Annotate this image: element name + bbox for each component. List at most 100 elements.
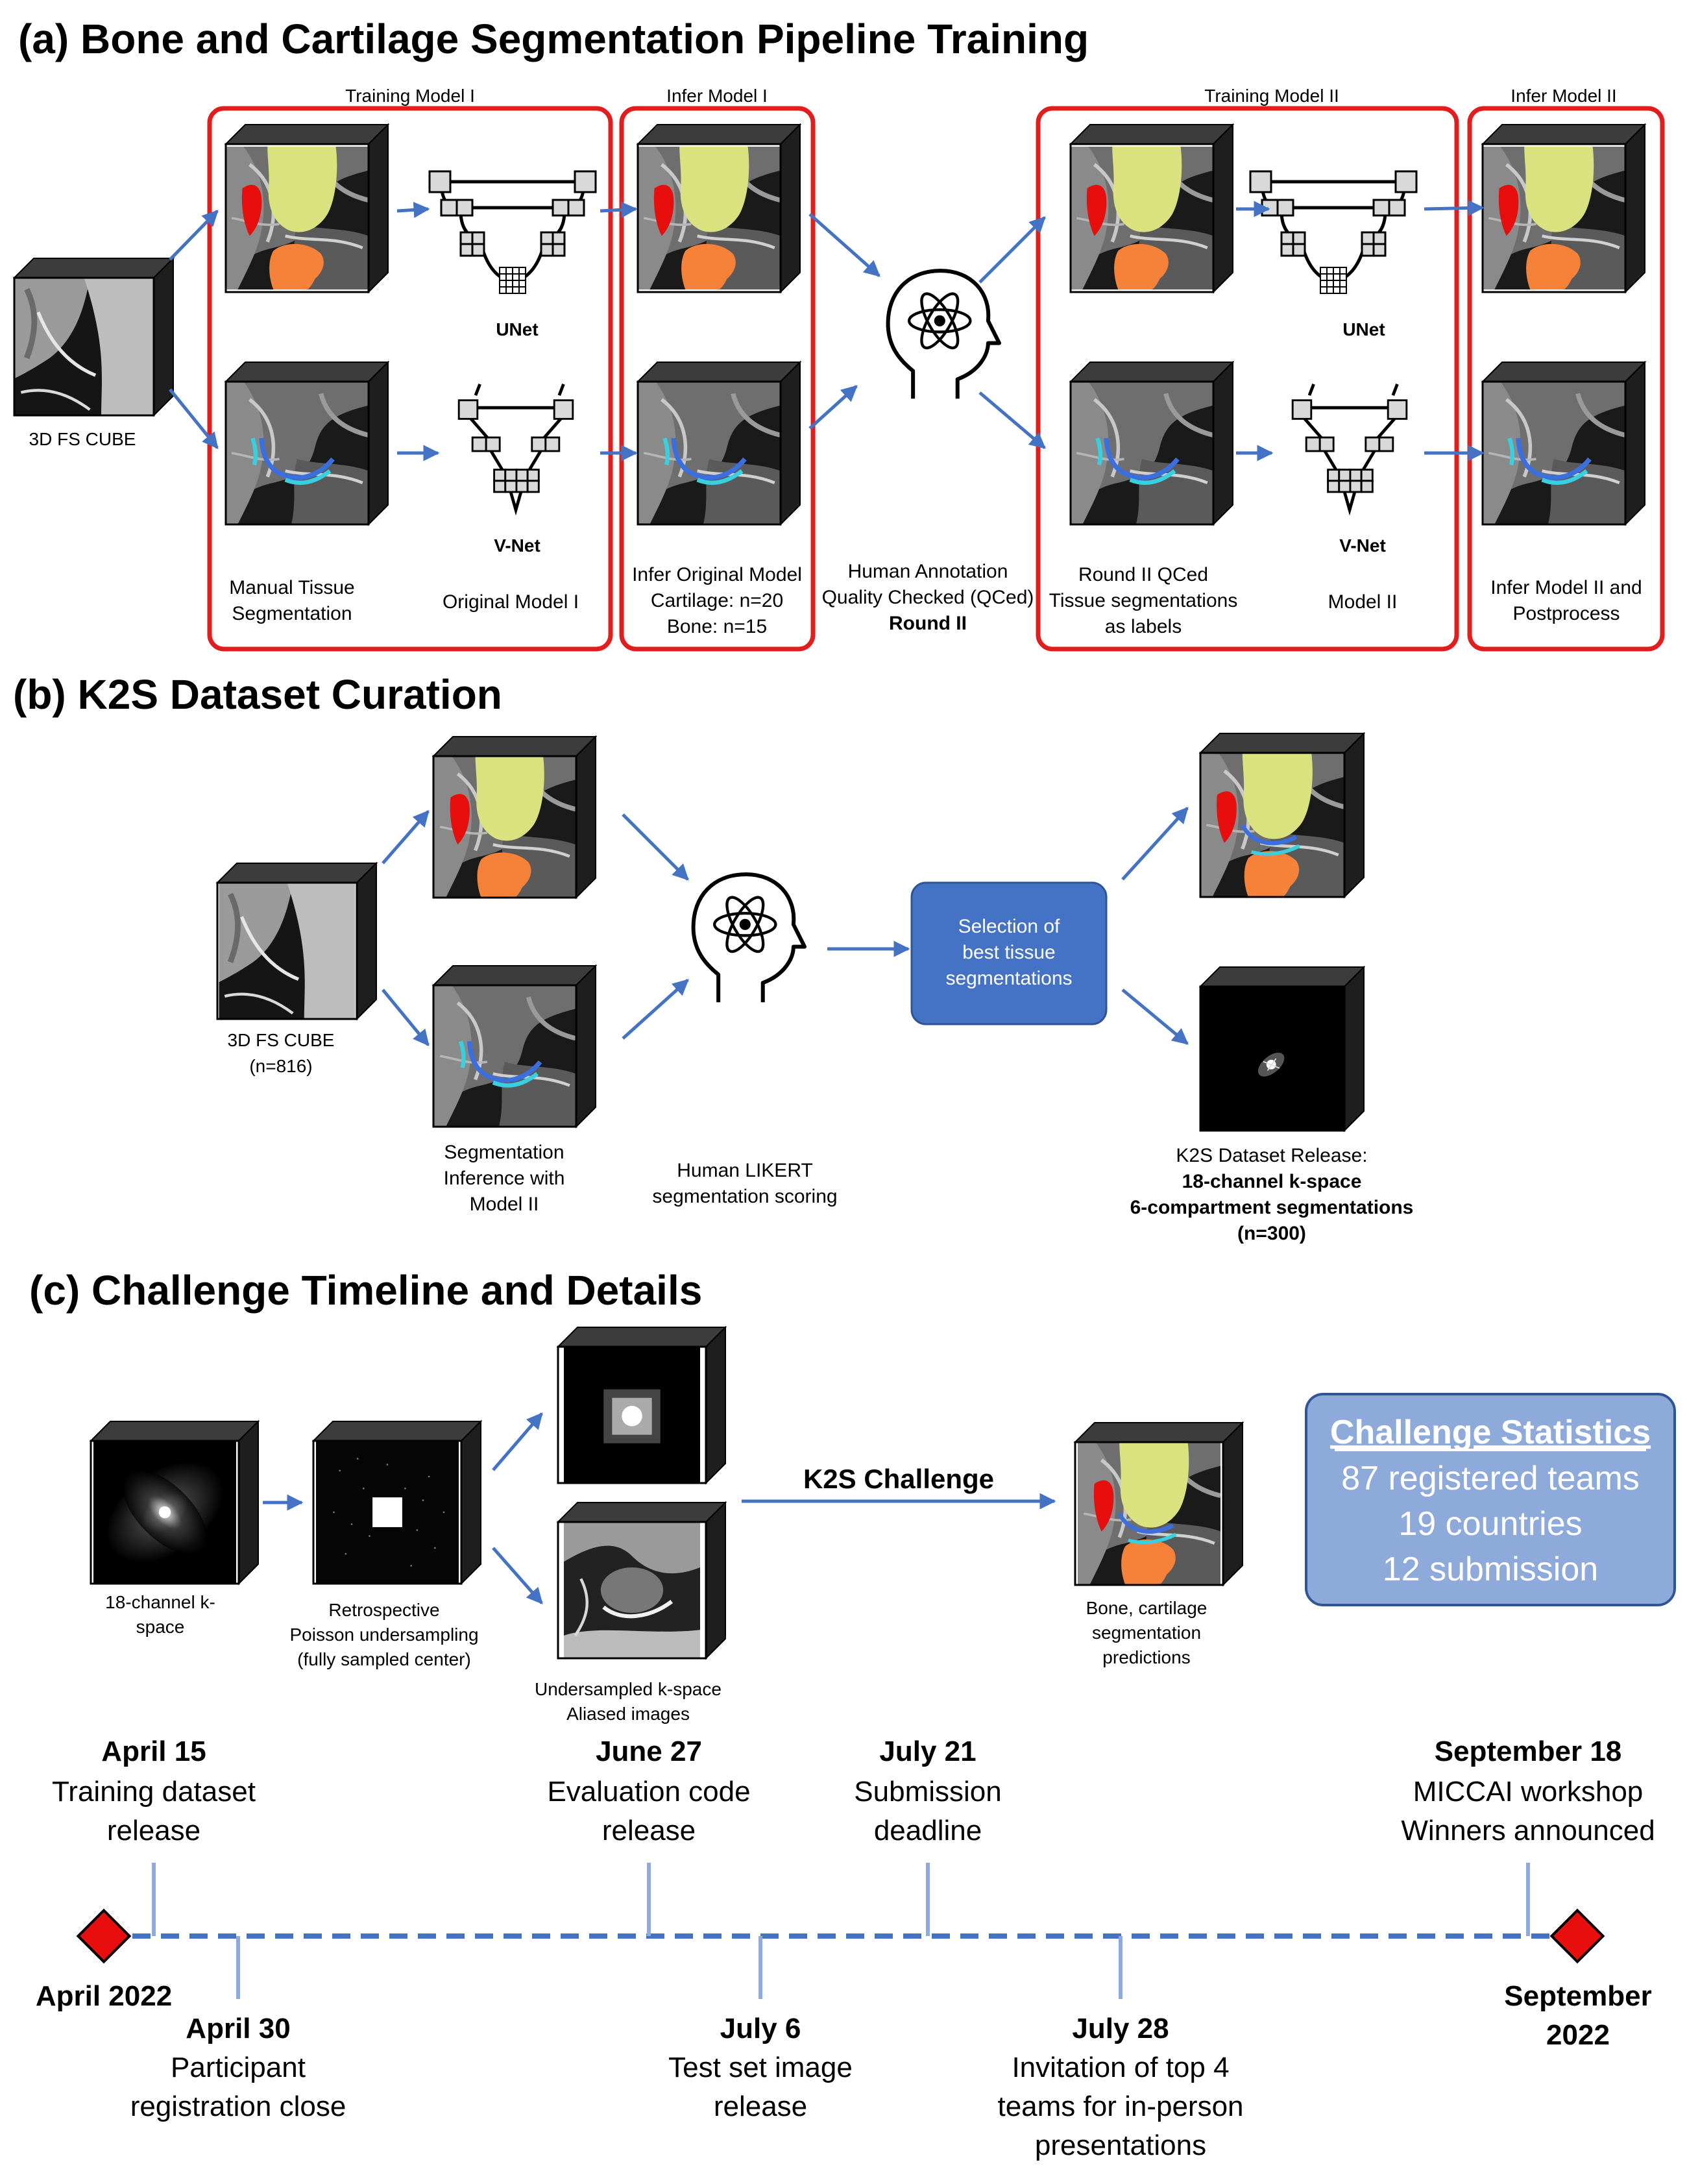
train2-bone-cube xyxy=(1069,123,1235,294)
b-release-line2: 18-channel k-space xyxy=(1182,1171,1362,1192)
b-input-line1: 3D FS CUBE xyxy=(228,1030,335,1050)
timeline-event-below: July 6 Test set image release xyxy=(668,1936,853,2122)
infer1-cart-cube xyxy=(636,360,802,526)
vnet-label-2: V-Net xyxy=(1339,535,1386,556)
c-retro-line2: Poisson undersampling xyxy=(289,1625,478,1645)
round2-line1: Round II QCed xyxy=(1078,564,1208,585)
manual-seg-line1: Manual Tissue xyxy=(229,577,354,598)
event-date: July 6 xyxy=(720,2013,801,2044)
c-under-line1: Undersampled k-space xyxy=(535,1679,722,1699)
event-line2: release xyxy=(714,2091,807,2122)
manual-bone-cube xyxy=(224,123,390,294)
event-line2: release xyxy=(107,1815,200,1847)
event-line2: teams for in-person xyxy=(997,2091,1243,2122)
unet-label: UNet xyxy=(496,319,538,339)
b-human-line2: segmentation scoring xyxy=(652,1186,837,1207)
original-model-label: Original Model I xyxy=(443,591,579,613)
section-b-title: (b) K2S Dataset Curation xyxy=(13,671,502,718)
section-c-title: (c) Challenge Timeline and Details xyxy=(29,1267,702,1314)
event-date: April 30 xyxy=(186,2013,290,2044)
human-head-icon-b xyxy=(694,874,805,1002)
training-model-1-box xyxy=(207,106,613,652)
infer2-line2: Postprocess xyxy=(1512,603,1620,624)
unet-icon-2 xyxy=(1250,171,1416,293)
vnet-label: V-Net xyxy=(494,535,540,556)
b-seg-line1: Segmentation xyxy=(444,1142,564,1163)
b-cart-cube xyxy=(431,964,598,1129)
c-pred-line1: Bone, cartilage xyxy=(1086,1598,1208,1618)
event-line2: release xyxy=(602,1815,696,1847)
event-date: July 28 xyxy=(1072,2013,1169,2044)
b-bone-cube xyxy=(431,735,598,900)
train2-cart-cube xyxy=(1069,360,1235,526)
b-seg-line2: Inference with xyxy=(444,1168,565,1189)
c-retro-line3: (fully sampled center) xyxy=(297,1649,471,1669)
c-kspace-cube xyxy=(89,1419,260,1586)
unet-icon xyxy=(430,171,596,293)
event-line1: Training dataset xyxy=(52,1776,256,1808)
event-line1: Test set image xyxy=(668,2052,853,2083)
infer-model-2-box xyxy=(1467,106,1665,652)
vnet-icon-2 xyxy=(1293,384,1407,510)
event-line2: registration close xyxy=(130,2091,346,2122)
c-kspace-line2: space xyxy=(136,1617,185,1637)
section-a-title: (a) Bone and Cartilage Segmentation Pipe… xyxy=(18,16,1089,62)
c-pred-cube xyxy=(1073,1421,1244,1587)
stats-title: Challenge Statistics xyxy=(1330,1414,1651,1451)
b-input-line2: (n=816) xyxy=(249,1056,312,1076)
timeline-event-below: July 28 Invitation of top 4 teams for in-p… xyxy=(997,1936,1244,2161)
event-date: April 15 xyxy=(101,1736,206,1767)
timeline-end-marker xyxy=(1549,1908,1605,1964)
event-line1: Submission xyxy=(854,1776,1001,1808)
c-pred-line2: segmentation xyxy=(1092,1623,1201,1643)
human-head-icon xyxy=(888,271,999,399)
c-kspace-line1: 18-channel k- xyxy=(105,1592,215,1612)
event-line1: Invitation of top 4 xyxy=(1012,2052,1229,2083)
selection-line2: best tissue xyxy=(962,942,1055,963)
c-retro-line1: Retrospective xyxy=(328,1600,439,1620)
event-date: July 21 xyxy=(879,1736,976,1767)
selection-line1: Selection of xyxy=(958,916,1060,937)
b-seg-line3: Model II xyxy=(470,1194,539,1215)
model2-label: Model II xyxy=(1328,591,1398,613)
stage-label-training-2: Training Model II xyxy=(1204,86,1339,106)
selection-line3: segmentations xyxy=(945,968,1072,989)
section-c-arrows xyxy=(263,1412,1056,1604)
section-b-arrows xyxy=(382,807,1189,1046)
c-pred-line3: predictions xyxy=(1102,1647,1190,1667)
stats-line1: 87 registered teams xyxy=(1341,1460,1640,1497)
infer2-line1: Infer Model II and xyxy=(1490,577,1642,598)
vnet-icon xyxy=(459,384,573,510)
b-release-line4: (n=300) xyxy=(1237,1223,1306,1244)
timeline-start-marker xyxy=(76,1908,132,1964)
challenge-stats-box xyxy=(1305,1393,1676,1606)
b-release-line3: 6-compartment segmentations xyxy=(1130,1197,1414,1218)
infer-model-1-box xyxy=(619,106,816,652)
b-release-seg-cube xyxy=(1198,731,1366,899)
b-release-line1: K2S Dataset Release: xyxy=(1176,1145,1367,1166)
infer1-bone-cube xyxy=(636,123,802,294)
timeline-end-label-2: 2022 xyxy=(1546,2019,1610,2051)
event-line3: presentations xyxy=(1035,2129,1206,2161)
input-label-a: 3D FS CUBE xyxy=(29,429,136,449)
timeline-event-above: April 15 Training dataset release xyxy=(52,1736,256,1936)
input-cube-b xyxy=(215,861,378,1021)
round2-line3: as labels xyxy=(1105,616,1182,637)
round2-line2: Tissue segmentations xyxy=(1049,590,1238,611)
c-aliased-cube xyxy=(556,1501,727,1660)
selection-box xyxy=(910,881,1108,1025)
event-line2: Winners announced xyxy=(1401,1815,1655,1847)
stage-label-infer-2: Infer Model II xyxy=(1511,86,1616,106)
stats-line3: 12 submission xyxy=(1383,1551,1598,1588)
c-under-kspace-cube xyxy=(556,1325,727,1485)
training-model-2-box xyxy=(1036,106,1459,652)
event-date: June 27 xyxy=(596,1736,702,1767)
k2s-challenge-label: K2S Challenge xyxy=(803,1464,994,1494)
human-annotation-line1: Human Annotation xyxy=(848,561,1008,582)
c-under-line2: Aliased images xyxy=(566,1704,690,1724)
b-release-kspace-cube xyxy=(1198,965,1366,1133)
input-cube-a xyxy=(12,256,175,417)
